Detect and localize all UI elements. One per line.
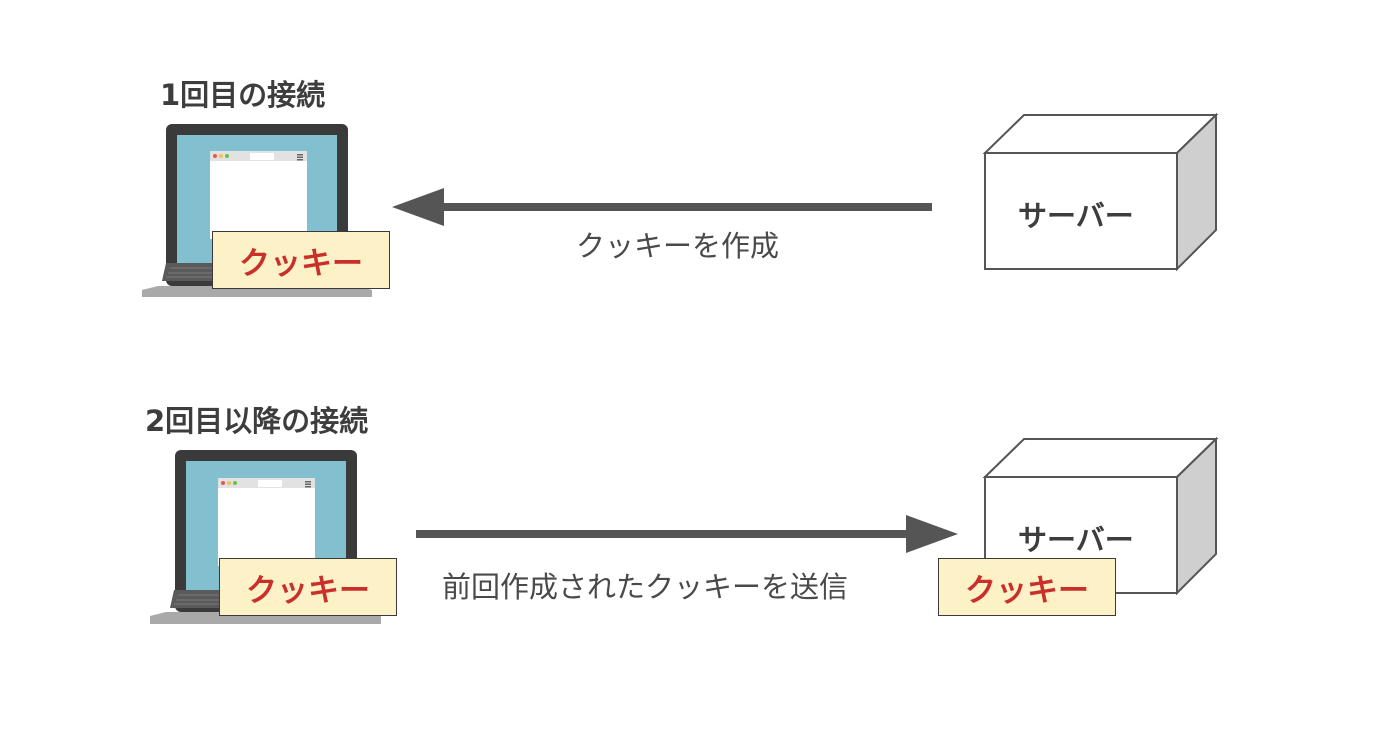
arrow-caption: クッキーを作成	[576, 229, 780, 263]
cookie-badge: クッキー	[219, 558, 397, 616]
cookie-badge: クッキー	[212, 231, 390, 289]
arrow-right-icon	[416, 515, 958, 553]
server-box-icon	[982, 112, 1219, 272]
section2-title: 2回目以降の接続	[145, 404, 369, 438]
server-label: サーバー	[1018, 199, 1134, 233]
arrow-left-icon	[392, 188, 932, 226]
arrow-caption: 前回作成されたクッキーを送信	[442, 570, 849, 604]
server-cookie-badge: クッキー	[938, 558, 1116, 616]
server-label: サーバー	[1018, 523, 1134, 557]
section1-title: 1回目の接続	[160, 78, 326, 112]
